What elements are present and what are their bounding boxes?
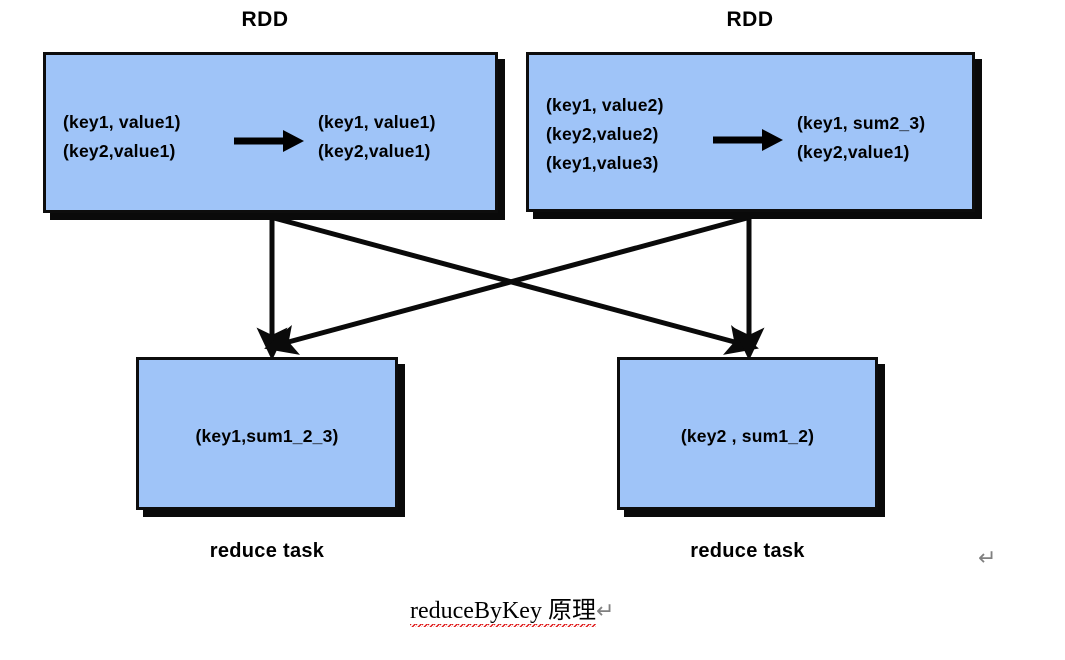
rdd-1-title: RDD <box>241 8 289 31</box>
right-arrow-icon <box>234 130 304 152</box>
right-arrow-icon <box>713 129 783 151</box>
rdd-2-box: (key1, value2) (key2,value2) (key1,value… <box>526 52 975 212</box>
paragraph-return-mark: ↵ <box>978 546 997 571</box>
rdd-2-output-pair-1: (key1, sum2_3) <box>797 113 926 133</box>
reduce-task-2-box: (key2 , sum1_2) <box>617 357 878 510</box>
rdd-1-output-pairs: (key1, value1) (key2,value1) <box>318 108 436 166</box>
rdd-1-input-pair-1: (key1, value1) <box>63 112 181 132</box>
rdd-2-title: RDD <box>726 8 774 31</box>
reduce-task-1-box: (key1,sum1_2_3) <box>136 357 398 510</box>
rdd-2-input-pairs: (key1, value2) (key2,value2) (key1,value… <box>546 91 664 178</box>
rdd-1-output-pair-2: (key2,value1) <box>318 141 431 161</box>
rdd-2-input-pair-2: (key2,value2) <box>546 124 659 144</box>
rdd-1-input-pairs: (key1, value1) (key2,value1) <box>63 108 181 166</box>
figure-caption: reduceByKey 原理↵ <box>410 590 615 627</box>
reduce-task-2-label: reduce task <box>690 540 805 562</box>
rdd-2-output-pairs: (key1, sum2_3) (key2,value1) <box>797 109 925 167</box>
rdd-2-output-pair-2: (key2,value1) <box>797 142 910 162</box>
reduce-task-1-pair: (key1,sum1_2_3) <box>195 426 339 446</box>
caption-return-mark: ↵ <box>595 599 615 624</box>
rdd-2-input-pair-3: (key1,value3) <box>546 153 659 173</box>
figure-caption-text: reduceByKey 原理 <box>410 598 596 627</box>
shuffle-edge-rdd2-to-task1 <box>264 215 748 355</box>
rdd-1-input-pair-2: (key2,value1) <box>63 141 176 161</box>
rdd-2-input-pair-1: (key1, value2) <box>546 95 664 115</box>
rdd-1-box: (key1, value1) (key2,value1) (key1, valu… <box>43 52 498 213</box>
reduce-task-1-label: reduce task <box>209 540 325 562</box>
rdd-1-output-pair-1: (key1, value1) <box>318 112 436 132</box>
reduce-task-2-pair: (key2 , sum1_2) <box>680 426 815 446</box>
